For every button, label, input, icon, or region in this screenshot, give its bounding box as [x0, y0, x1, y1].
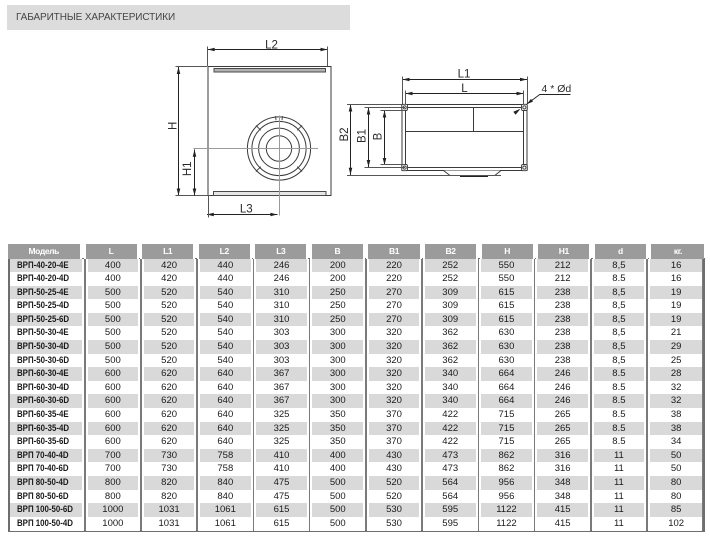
svg-text:B: B	[372, 132, 384, 140]
svg-text:L3: L3	[240, 203, 253, 215]
svg-text:H: H	[168, 122, 180, 130]
svg-text:B2: B2	[339, 127, 351, 141]
svg-text:L: L	[461, 83, 468, 95]
svg-text:H1: H1	[182, 161, 194, 176]
svg-text:L1: L1	[458, 69, 471, 81]
svg-text:4 * Ød: 4 * Ød	[542, 83, 572, 95]
svg-text:B1: B1	[357, 129, 369, 143]
svg-text:L2: L2	[265, 39, 278, 51]
